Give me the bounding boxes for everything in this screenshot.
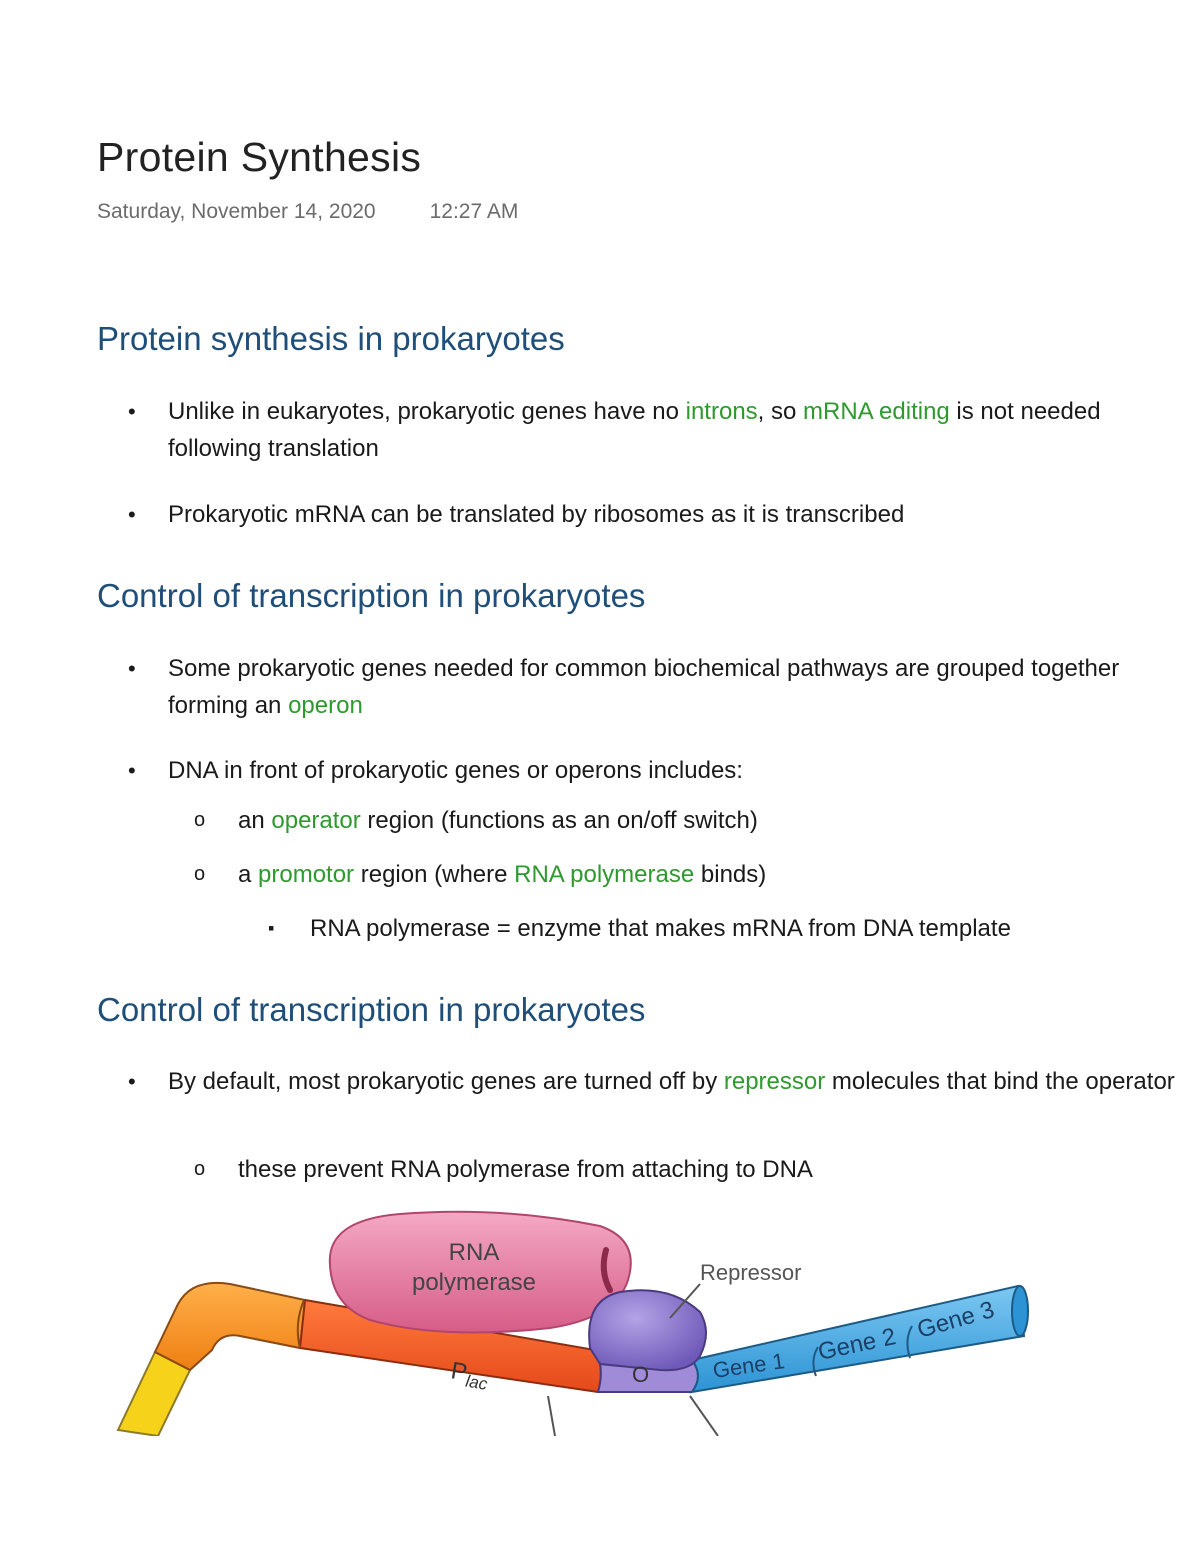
dna-cut-end bbox=[1011, 1285, 1029, 1337]
lac-operon-figure: RNA polymerase Repressor Plac O Gene 1 G… bbox=[100, 1200, 1040, 1436]
sub-sub-list-item: ▪ RNA polymerase = enzyme that makes mRN… bbox=[268, 910, 1200, 947]
bullet-dot-icon: • bbox=[128, 1069, 136, 1094]
promoter-label: Plac bbox=[448, 1357, 491, 1394]
page-date-time: Saturday, November 14, 2020 12:27 AM bbox=[97, 200, 518, 224]
list-item: • Some prokaryotic genes needed for comm… bbox=[128, 650, 1200, 724]
promoter-pointer bbox=[547, 1395, 556, 1436]
list-item-text: Prokaryotic mRNA can be translated by ri… bbox=[168, 501, 905, 528]
list-item: • Prokaryotic mRNA can be translated by … bbox=[128, 496, 1200, 533]
list-item-text: By default, most prokaryotic genes are t… bbox=[168, 1068, 724, 1095]
promoter-label-p: P bbox=[449, 1357, 469, 1386]
bullet-dot-icon: • bbox=[128, 656, 136, 681]
page-date: Saturday, November 14, 2020 bbox=[97, 200, 376, 223]
list-item-text: DNA in front of prokaryotic genes or ope… bbox=[168, 757, 743, 784]
sub-list-item: o an operator region (functions as an on… bbox=[194, 802, 1198, 839]
section-heading-control-of-transcription-2: Control of transcription in prokaryotes bbox=[97, 991, 646, 1028]
list-item: • DNA in front of prokaryotic genes or o… bbox=[128, 752, 1200, 789]
operator-label: O bbox=[632, 1362, 649, 1387]
list-item: • Unlike in eukaryotes, prokaryotic gene… bbox=[128, 393, 1188, 467]
rna-polymerase-shape bbox=[328, 1210, 632, 1334]
list-item-text: a bbox=[238, 861, 259, 888]
list-item: • By default, most prokaryotic genes are… bbox=[128, 1063, 1200, 1100]
section-heading-control-of-transcription: Control of transcription in prokaryotes bbox=[97, 577, 646, 614]
bullet-dot-icon: • bbox=[128, 502, 136, 527]
bullet-dot-icon: • bbox=[128, 758, 136, 783]
repressor-pointer bbox=[669, 1283, 701, 1319]
bullet-square-icon: ▪ bbox=[268, 918, 275, 938]
list-item-text: region (where bbox=[354, 861, 515, 888]
rna-polymerase-label-1: RNA bbox=[449, 1239, 500, 1266]
bullet-circle-icon: o bbox=[194, 809, 206, 831]
keyword-introns: introns bbox=[685, 398, 758, 425]
sub-list-item: o a promotor region (where RNA polymeras… bbox=[194, 856, 1198, 893]
dna-upstream-segment bbox=[153, 1282, 307, 1372]
repressor-label: Repressor bbox=[700, 1260, 801, 1285]
operator-pointer bbox=[689, 1395, 719, 1436]
promoter-label-sub: lac bbox=[464, 1372, 489, 1394]
list-item-text: an bbox=[238, 807, 272, 834]
keyword-operator: operator bbox=[271, 807, 361, 834]
list-item-text: these prevent RNA polymerase from attach… bbox=[238, 1156, 813, 1183]
list-item-text: binds) bbox=[694, 861, 767, 888]
keyword-repressor: repressor bbox=[723, 1068, 826, 1095]
page-time: 12:27 AM bbox=[429, 200, 519, 223]
rna-polymerase-label-2: polymerase bbox=[412, 1269, 536, 1296]
bullet-dot-icon: • bbox=[128, 399, 136, 424]
repressor-shape bbox=[588, 1289, 707, 1372]
bullet-circle-icon: o bbox=[194, 863, 206, 885]
sub-list-item: o these prevent RNA polymerase from atta… bbox=[194, 1151, 1198, 1188]
bullet-circle-icon: o bbox=[194, 1158, 206, 1180]
list-item-text: molecules that bind the operator bbox=[825, 1068, 1175, 1095]
keyword-promotor: promotor bbox=[258, 861, 355, 888]
list-item-text: Unlike in eukaryotes, prokaryotic genes … bbox=[168, 398, 686, 425]
keyword-mrna-editing: mRNA editing bbox=[803, 398, 950, 425]
list-item-text: Some prokaryotic genes needed for common… bbox=[168, 655, 1120, 719]
keyword-operon: operon bbox=[288, 692, 363, 719]
list-item-text: region (functions as an on/off switch) bbox=[360, 807, 758, 834]
keyword-rna-polymerase: RNA polymerase bbox=[514, 861, 695, 888]
list-item-text: is not needed following translation bbox=[168, 398, 1101, 462]
genes-region bbox=[689, 1284, 1026, 1394]
list-item-text: , so bbox=[757, 398, 804, 425]
section-heading-protein-synthesis: Protein synthesis in prokaryotes bbox=[97, 320, 565, 357]
lac-operon-diagram: RNA polymerase Repressor Plac O Gene 1 G… bbox=[116, 1210, 1029, 1436]
list-item-text: RNA polymerase = enzyme that makes mRNA … bbox=[310, 915, 1011, 942]
page-title: Protein Synthesis bbox=[97, 134, 422, 180]
